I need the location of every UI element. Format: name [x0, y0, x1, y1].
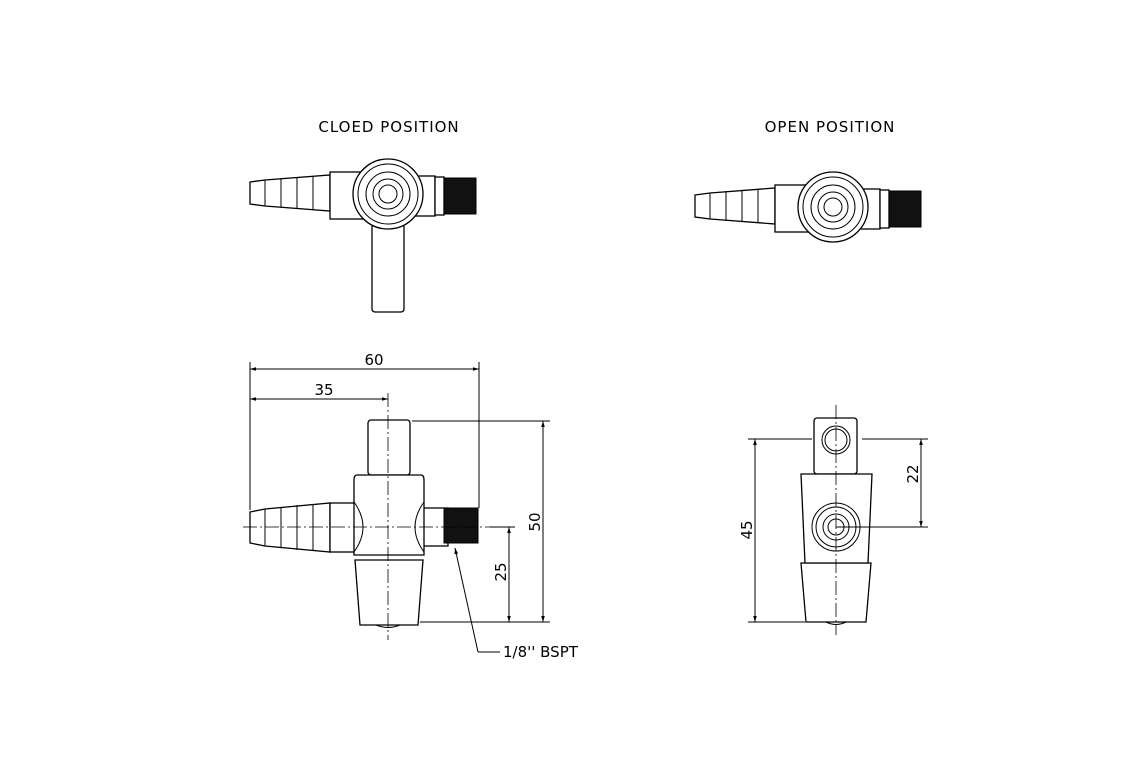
svg-text:35: 35 — [314, 381, 333, 399]
svg-text:25: 25 — [492, 562, 510, 581]
closed-top-view — [249, 158, 477, 313]
svg-text:50: 50 — [526, 512, 544, 531]
svg-text:45: 45 — [738, 520, 756, 539]
dimension-45: 45 — [738, 438, 812, 623]
open-top-view — [694, 171, 922, 243]
side-view — [800, 405, 873, 635]
svg-text:1/8'' BSPT: 1/8'' BSPT — [503, 643, 579, 661]
svg-text:22: 22 — [904, 464, 922, 483]
svg-text:60: 60 — [364, 351, 383, 369]
dimension-25: 25 — [490, 526, 515, 622]
front-view — [243, 393, 500, 640]
dimension-22: 22 — [836, 438, 928, 528]
closed-position-title: CLOED POSITION — [318, 118, 459, 136]
thread-callout: 1/8'' BSPT — [454, 547, 579, 661]
open-position-title: OPEN POSITION — [765, 118, 896, 136]
dimension-50: 50 — [412, 420, 550, 623]
dimension-35: 35 — [250, 381, 388, 401]
dimension-60: 60 — [249, 351, 480, 510]
